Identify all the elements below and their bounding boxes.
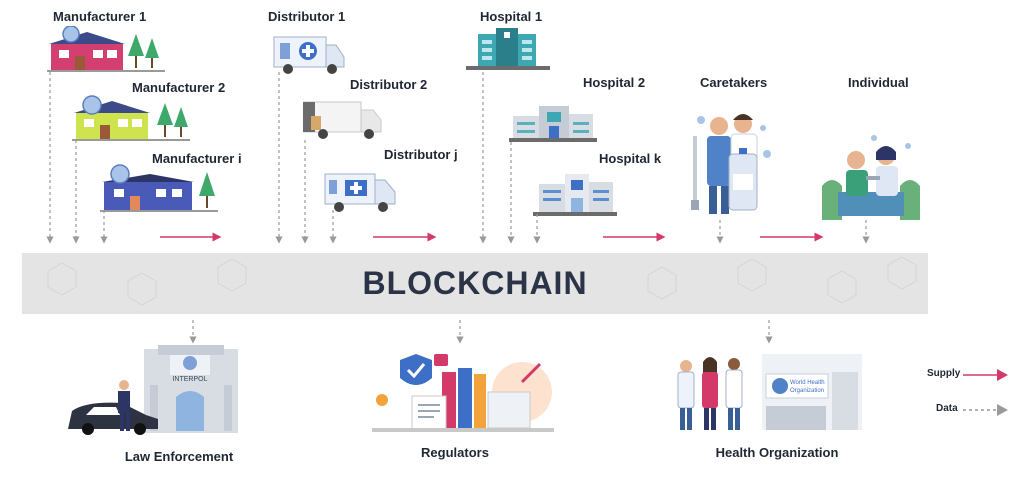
yellow-factory-with-virus-icon bbox=[72, 95, 190, 141]
interpol-sign: INTERPOL bbox=[172, 376, 207, 383]
distributor-2-label: Distributor 2 bbox=[350, 77, 428, 92]
manufacturer-1-label: Manufacturer 1 bbox=[53, 9, 147, 24]
blue-factory-with-virus-icon bbox=[100, 164, 218, 212]
ambulance-truck-icon bbox=[273, 36, 345, 74]
legend-supply-arrow bbox=[963, 369, 1008, 381]
hospital-2-label: Hospital 2 bbox=[583, 75, 646, 90]
hospital-building-icon bbox=[533, 174, 617, 216]
manufacturer-i-label: Manufacturer i bbox=[152, 151, 242, 166]
distributor-j-label: Distributor j bbox=[384, 147, 458, 162]
who-sign-line-1: World Health bbox=[790, 380, 825, 386]
documents-shield-icon bbox=[372, 354, 554, 432]
hexagon-pattern bbox=[47, 256, 917, 306]
who-sign-line-2: Organization bbox=[790, 388, 824, 394]
individual-label: Individual bbox=[848, 75, 909, 90]
regulators-label: Regulators bbox=[421, 445, 489, 460]
distributor-1-label: Distributor 1 bbox=[268, 9, 346, 24]
health-organization-label: Health Organization bbox=[715, 445, 839, 460]
legend-data-arrow bbox=[963, 404, 1008, 416]
legend-data-label: Data bbox=[936, 403, 958, 414]
nurse-with-vaccine-icon bbox=[691, 114, 771, 214]
hospital-building-icon bbox=[509, 106, 597, 142]
caretakers-label: Caretakers bbox=[700, 75, 768, 90]
hospital-k-label: Hospital k bbox=[599, 151, 662, 166]
legend-supply-label: Supply bbox=[927, 368, 961, 379]
law-enforcement-label: Law Enforcement bbox=[124, 449, 234, 464]
doctors-who-building-icon: World Health Organization bbox=[677, 354, 862, 430]
patient-vaccination-icon bbox=[822, 135, 920, 220]
hospital-building-icon bbox=[466, 28, 550, 70]
delivery-truck-icon bbox=[303, 101, 382, 139]
ambulance-van-icon bbox=[324, 173, 396, 212]
interpol-building-police-car-icon: INTERPOL bbox=[68, 345, 238, 435]
hospital-1-label: Hospital 1 bbox=[480, 9, 543, 24]
manufacturer-2-label: Manufacturer 2 bbox=[132, 80, 226, 95]
blockchain-band: BLOCKCHAIN bbox=[22, 253, 928, 314]
blockchain-title: BLOCKCHAIN bbox=[362, 265, 588, 301]
pink-factory-with-virus-icon bbox=[47, 26, 165, 72]
